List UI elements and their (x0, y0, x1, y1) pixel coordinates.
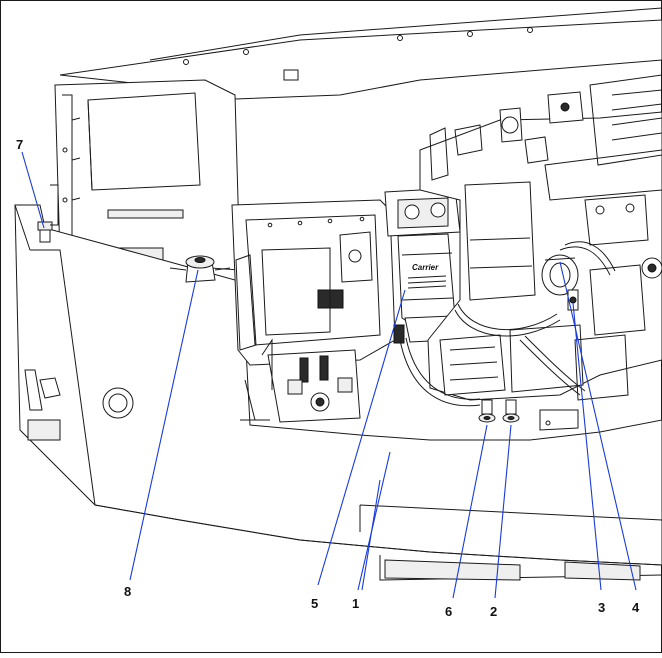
callout-5: 5 (311, 596, 318, 611)
callout-1: 1 (352, 596, 359, 611)
callout-labels: 7 8 5 1 6 2 3 4 (16, 137, 640, 619)
leader-line-1 (357, 451, 391, 591)
drain-fitting-6 (478, 399, 496, 423)
leader-line-4 (559, 261, 637, 591)
fitting-7 (37, 184, 59, 243)
fuel-filter: Carrier (384, 187, 461, 344)
leader-line-5 (317, 289, 406, 586)
leader-line-2 (494, 424, 512, 599)
water-pump-4 (541, 254, 579, 296)
leader-line-3 (572, 302, 602, 591)
coolant-hoses (399, 241, 616, 407)
leader-line-7 (21, 151, 45, 229)
engine-block (419, 74, 662, 401)
filter-brand-label: Carrier (412, 263, 439, 272)
mount-bushing-8 (169, 255, 231, 283)
motor-housing (231, 199, 396, 421)
leader-line-6 (452, 424, 488, 599)
leader-line-8 (129, 269, 199, 581)
drain-fitting-2 (502, 399, 520, 423)
leader-lines (21, 151, 637, 599)
callout-6: 6 (445, 604, 452, 619)
callout-3: 3 (598, 600, 605, 615)
callout-4: 4 (632, 600, 640, 615)
motor-mount (261, 338, 361, 423)
leader-line-1b (361, 479, 381, 591)
callout-8: 8 (124, 584, 131, 599)
callout-7: 7 (16, 137, 23, 152)
front-apron (14, 204, 662, 581)
callout-2: 2 (490, 604, 497, 619)
